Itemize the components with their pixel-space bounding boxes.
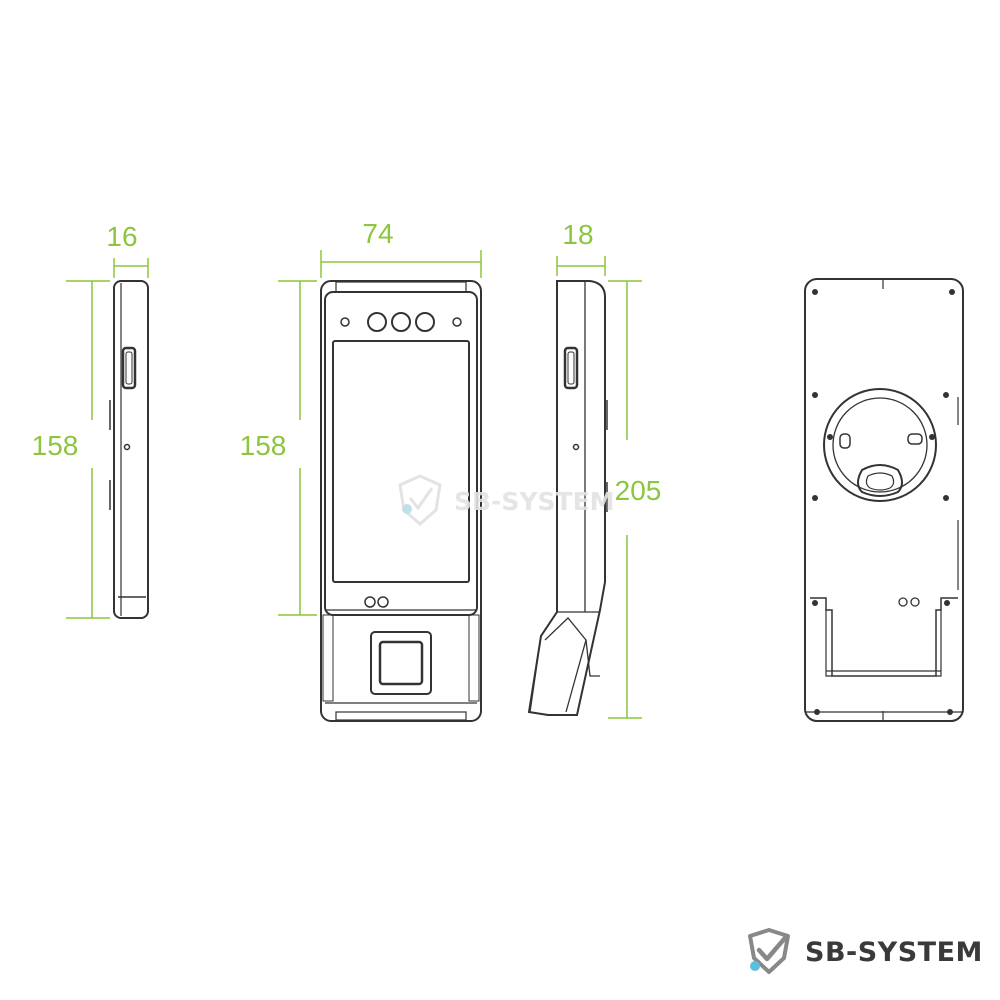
watermark-dot-icon [402, 504, 412, 514]
camera-lens-right [415, 312, 435, 332]
shield-check-icon [748, 928, 790, 974]
camera-lens-left [367, 312, 387, 332]
watermark: SB-SYSTEM [398, 474, 615, 526]
rear-sensor-holes [898, 597, 920, 607]
right-side-view [527, 280, 608, 716]
brand-block: SB-SYSTEM [745, 928, 983, 976]
dim-right-depth-label: 18 [562, 219, 593, 250]
watermark-shield-icon [398, 474, 442, 526]
left-side-dimensions [66, 258, 149, 619]
dim-front-width-label: 74 [362, 218, 393, 249]
front-sensor-bar [340, 312, 462, 608]
bottom-sensor-right [377, 596, 389, 608]
dim-front-height-label: 158 [240, 430, 287, 461]
front-dimensions [278, 250, 482, 616]
right-indicator-led [452, 317, 462, 327]
dim-right-height-label: 205 [615, 475, 662, 506]
right-side-dimensions [556, 256, 642, 719]
rear-view [804, 278, 964, 722]
fingerprint-sensor [370, 631, 432, 695]
watermark-text: SB-SYSTEM [454, 487, 615, 516]
rear-mounting-plate [823, 388, 937, 502]
brand-name: SB-SYSTEM [805, 936, 983, 968]
camera-lens-center [391, 312, 411, 332]
left-indicator-led [340, 317, 350, 327]
dim-left-depth-label: 16 [106, 221, 137, 252]
bottom-sensor-left [364, 596, 376, 608]
rear-screw-holes [812, 289, 955, 715]
left-side-view [109, 280, 149, 619]
front-view [320, 280, 482, 722]
dim-left-height-label: 158 [32, 430, 79, 461]
